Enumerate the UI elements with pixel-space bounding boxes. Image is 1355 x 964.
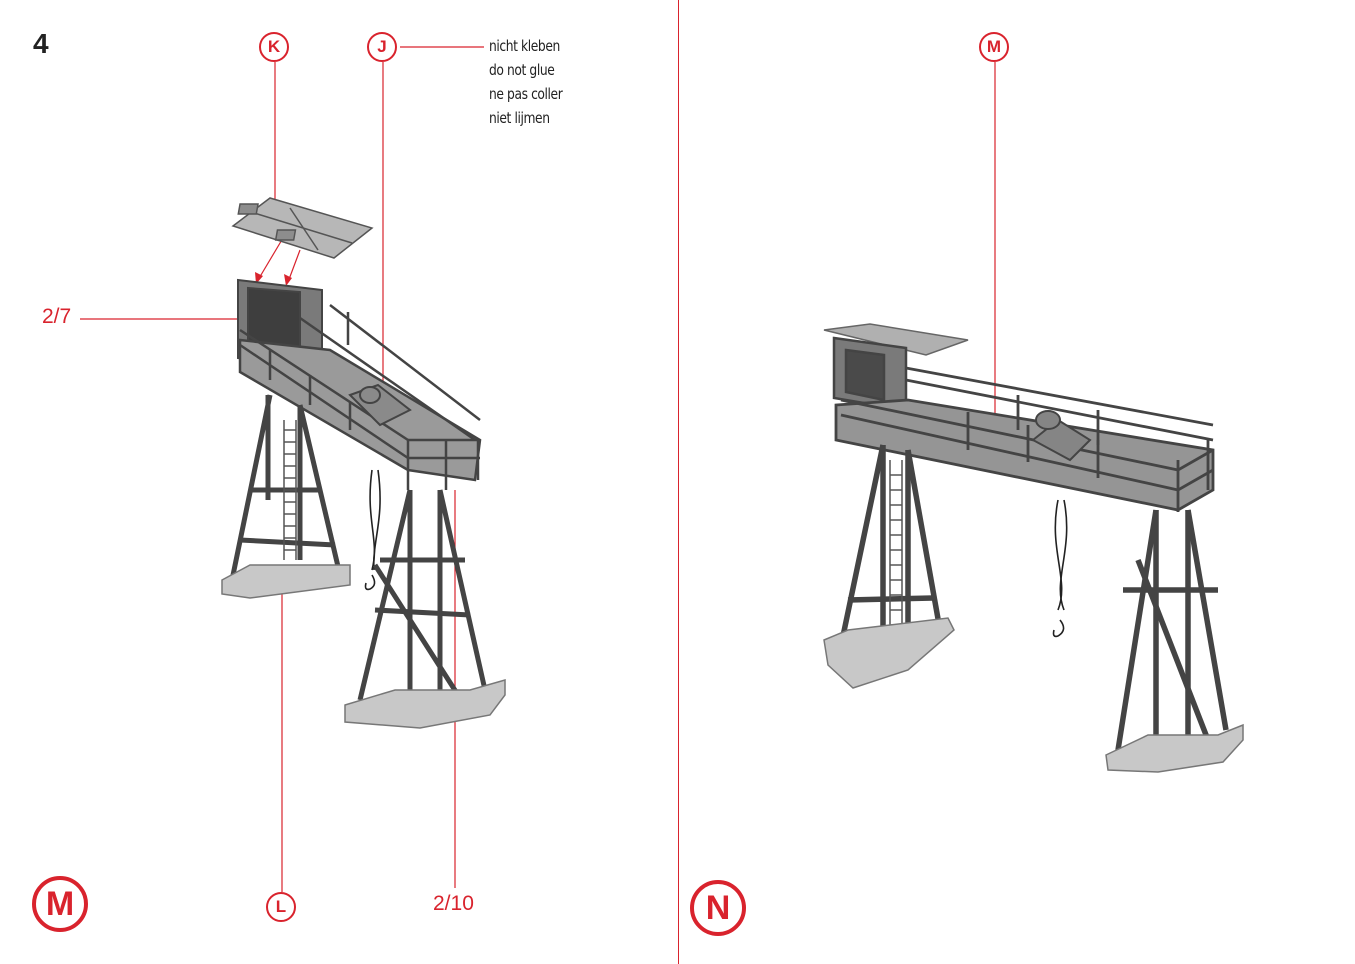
callout-k: K <box>259 32 289 62</box>
right-page: M N <box>678 0 1355 964</box>
badge-n: N <box>690 880 746 936</box>
note-line: ne pas coller <box>489 82 562 106</box>
ladder <box>890 460 902 640</box>
cabin <box>834 338 906 410</box>
right-base <box>1106 725 1243 772</box>
note-line: nicht kleben <box>489 34 562 58</box>
roof-part <box>233 198 372 258</box>
callout-m: M <box>979 32 1009 62</box>
ladder <box>284 420 296 560</box>
left-crane-illustration <box>0 0 678 964</box>
right-base <box>345 680 505 728</box>
left-base <box>222 565 350 598</box>
part-label-2-7: 2/7 <box>42 305 71 329</box>
badge-m: M <box>32 876 88 932</box>
right-crane-illustration <box>678 0 1355 964</box>
note-line: do not glue <box>489 58 562 82</box>
right-tower <box>1118 510 1226 750</box>
callout-l: L <box>266 892 296 922</box>
left-tower <box>232 395 340 580</box>
part-label-2-10: 2/10 <box>433 892 474 916</box>
left-page: 4 <box>0 0 678 964</box>
callout-j: J <box>367 32 397 62</box>
note-line: niet lijmen <box>489 106 562 130</box>
hook <box>1054 500 1067 636</box>
no-glue-note: nicht kleben do not glue ne pas coller n… <box>489 34 562 130</box>
